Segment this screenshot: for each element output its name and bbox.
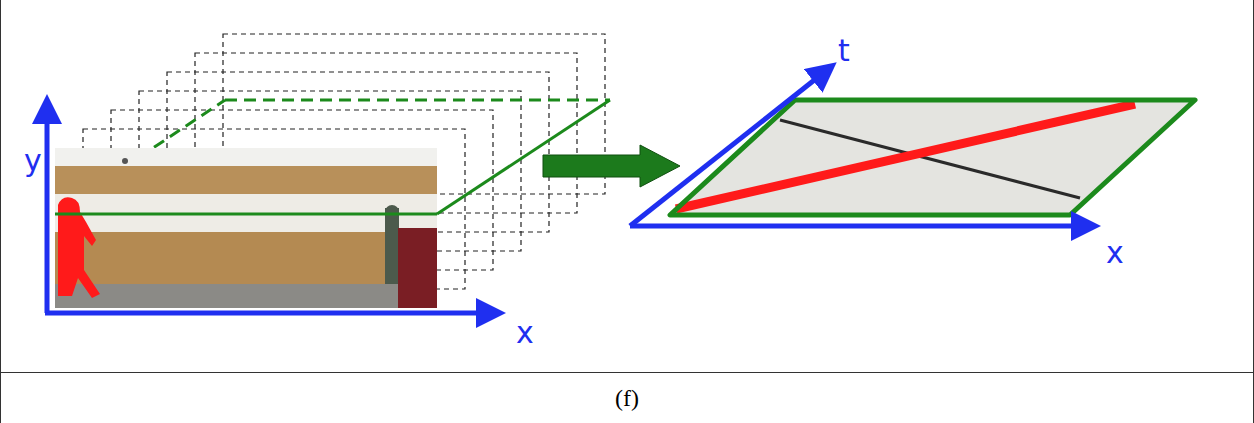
transform-arrow <box>543 145 680 187</box>
wall-panel <box>55 232 437 284</box>
xt-slice-image <box>670 100 1195 215</box>
axis-label: x <box>1106 238 1124 268</box>
wall-band <box>55 194 437 232</box>
chair <box>398 228 437 308</box>
slice-plane-edge <box>225 99 610 102</box>
wall-panel <box>55 166 437 194</box>
x-axis <box>630 224 1095 229</box>
floor <box>55 284 437 308</box>
axis-label: t <box>838 36 850 66</box>
trajectory-far <box>780 120 1080 198</box>
panel-divider <box>0 372 1254 373</box>
slice-plane-edge <box>55 213 437 216</box>
x-axis <box>45 311 500 316</box>
trajectory-person <box>676 104 1135 209</box>
person-far-head <box>385 205 399 219</box>
figure-caption: (f) <box>615 386 639 410</box>
t-axis <box>630 66 832 226</box>
video-frame-image <box>55 148 437 308</box>
person-far <box>385 208 399 284</box>
xt-slice-border <box>670 100 1195 215</box>
panel-border <box>1253 0 1254 423</box>
ceiling-light <box>55 148 437 166</box>
axis-label: x <box>516 318 534 348</box>
ceiling-fixture <box>122 158 128 164</box>
y-axis <box>45 100 50 313</box>
ceiling <box>55 148 437 308</box>
axis-label: y <box>24 146 42 176</box>
person-silhouette <box>58 197 100 298</box>
panel-border <box>0 0 1 423</box>
